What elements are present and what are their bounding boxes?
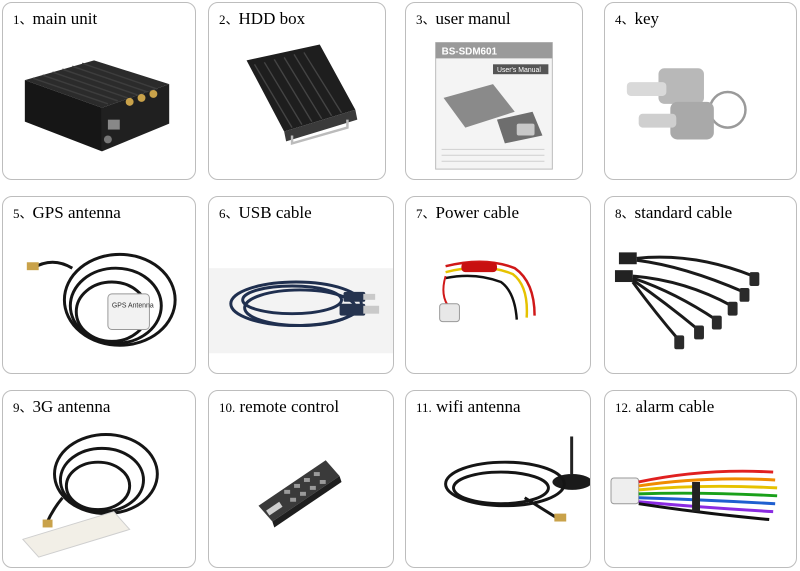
item-caption: 7、Power cable (416, 203, 520, 222)
key-image (626, 68, 747, 140)
main-unit-image (24, 60, 170, 152)
power-cable-image (439, 260, 536, 323)
item-caption: 12. alarm cable (615, 397, 715, 416)
remote-control-image (258, 460, 342, 528)
product-card-3g-antenna: 9、3G antenna (2, 390, 196, 568)
product-card-wifi-antenna: 11. wifi antenna (405, 390, 591, 568)
product-card-usb-cable: 6、USB cable (208, 196, 394, 374)
item-caption: 8、standard cable (615, 203, 733, 222)
alarm-cable-image (610, 469, 778, 522)
item-caption: 5、GPS antenna (13, 203, 121, 222)
product-card-hdd-box: 2、HDD box (208, 2, 386, 180)
item-caption: 3、user manul (416, 9, 511, 28)
item-caption: 11. wifi antenna (416, 397, 521, 416)
product-card-main-unit: 1、main unit (2, 2, 196, 180)
item-caption: 10. remote control (219, 397, 340, 416)
item-caption: 1、main unit (13, 9, 98, 28)
gps-antenna-image: GPS Antenna (26, 252, 177, 347)
item-caption: 9、3G antenna (13, 397, 111, 416)
item-caption: 6、USB cable (219, 203, 312, 222)
3g-antenna-image (21, 433, 159, 558)
product-card-gps-antenna: 5、GPS antenna GPS Antenna (2, 196, 196, 374)
product-card-user-manual: 3、user manul BS-SDM601 User's Manual (405, 2, 583, 180)
product-card-alarm-cable: 12. alarm cable (604, 390, 797, 568)
item-caption: 4、key (615, 9, 660, 28)
svg-text:User's Manual: User's Manual (497, 67, 541, 74)
svg-text:BS-SDM601: BS-SDM601 (442, 46, 498, 57)
item-caption: 2、HDD box (219, 9, 306, 28)
user-manual-image: BS-SDM601 User's Manual (435, 42, 553, 170)
product-card-standard-cable: 8、standard cable (604, 196, 797, 374)
wifi-antenna-image (444, 436, 590, 522)
hdd-box-image (246, 44, 358, 146)
usb-cable-image (209, 268, 393, 354)
product-card-power-cable: 7、Power cable (405, 196, 591, 374)
product-card-key: 4、key (604, 2, 797, 180)
svg-text:GPS Antenna: GPS Antenna (112, 303, 154, 310)
product-card-remote-control: 10. remote control (208, 390, 394, 568)
standard-cable-image (614, 252, 760, 350)
